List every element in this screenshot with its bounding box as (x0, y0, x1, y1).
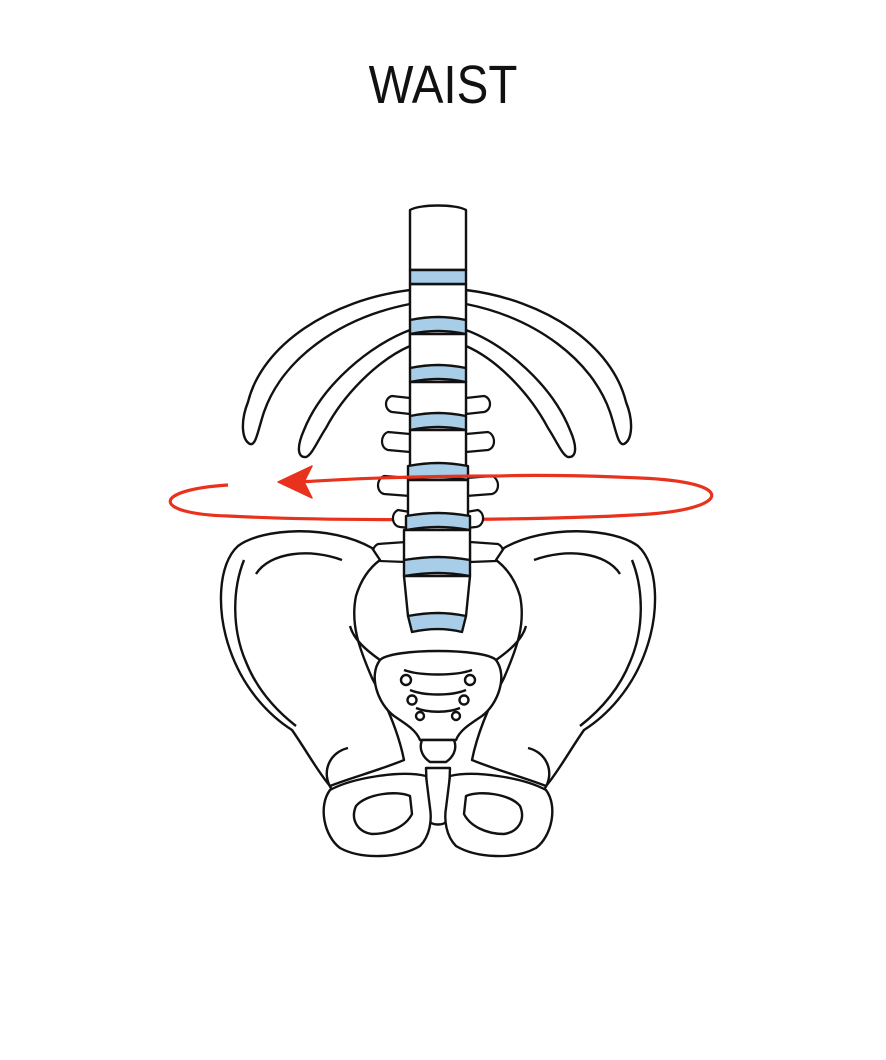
vertebra-t12 (408, 282, 468, 322)
iliac-inner-left (254, 552, 343, 575)
disc-2 (408, 315, 468, 336)
acetabulum-left (325, 746, 349, 791)
vertebra-s1 (402, 574, 472, 618)
sacral-foramen-2r (458, 694, 470, 706)
process-l2-left (380, 430, 412, 454)
page-title: WAIST (368, 55, 518, 115)
rib-inner-left (297, 328, 412, 459)
waist-loop-back (168, 473, 714, 522)
iliac-wing-left (219, 530, 406, 788)
disc-6 (404, 511, 472, 532)
process-l2-right (464, 430, 496, 454)
pelvis (219, 530, 657, 858)
sacral-line-2 (409, 688, 467, 696)
coccyx (419, 738, 457, 764)
process-l1-left (384, 394, 412, 416)
sacroiliac-right (495, 625, 528, 661)
process-l1-right (464, 394, 492, 416)
vertebra-l3 (408, 428, 468, 468)
lumbar-spine (402, 204, 472, 634)
sacral-foramen-3l (414, 710, 426, 722)
sacroiliac-left (348, 625, 381, 661)
sacral-line-3 (415, 706, 461, 713)
disc-3 (408, 363, 468, 384)
sacral-foramen-3r (450, 710, 462, 722)
sacral-line-1 (403, 668, 473, 676)
obturator-left (352, 792, 414, 836)
sacral-foramen-1l (399, 673, 413, 687)
vertebra-l5 (402, 528, 472, 562)
disc-1 (408, 268, 468, 286)
rib-outer-right (464, 288, 633, 446)
disc-4 (408, 411, 468, 432)
sacral-foramen-2l (406, 694, 418, 706)
waist-loop-front (299, 474, 501, 484)
disc-7 (402, 555, 472, 578)
acetabulum-right (527, 746, 551, 791)
obturator-right (462, 792, 524, 836)
process-l3-right (464, 474, 500, 498)
vertebra-l1 (408, 332, 468, 370)
waist-arrow-icon (277, 465, 313, 499)
rib-inner-right (464, 328, 577, 459)
iliac-rim-right (579, 559, 642, 727)
ribs (241, 288, 633, 459)
iliac-wing-right (470, 530, 657, 788)
spine-top (408, 204, 468, 272)
rib-outer-left (241, 288, 412, 446)
sacral-foramen-1r (463, 673, 477, 687)
vertebra-l4 (406, 478, 470, 518)
disc-8 (406, 611, 468, 634)
vertebra-l2 (408, 380, 468, 418)
iliac-rim-left (234, 559, 297, 727)
iliac-inner-right (533, 552, 622, 575)
